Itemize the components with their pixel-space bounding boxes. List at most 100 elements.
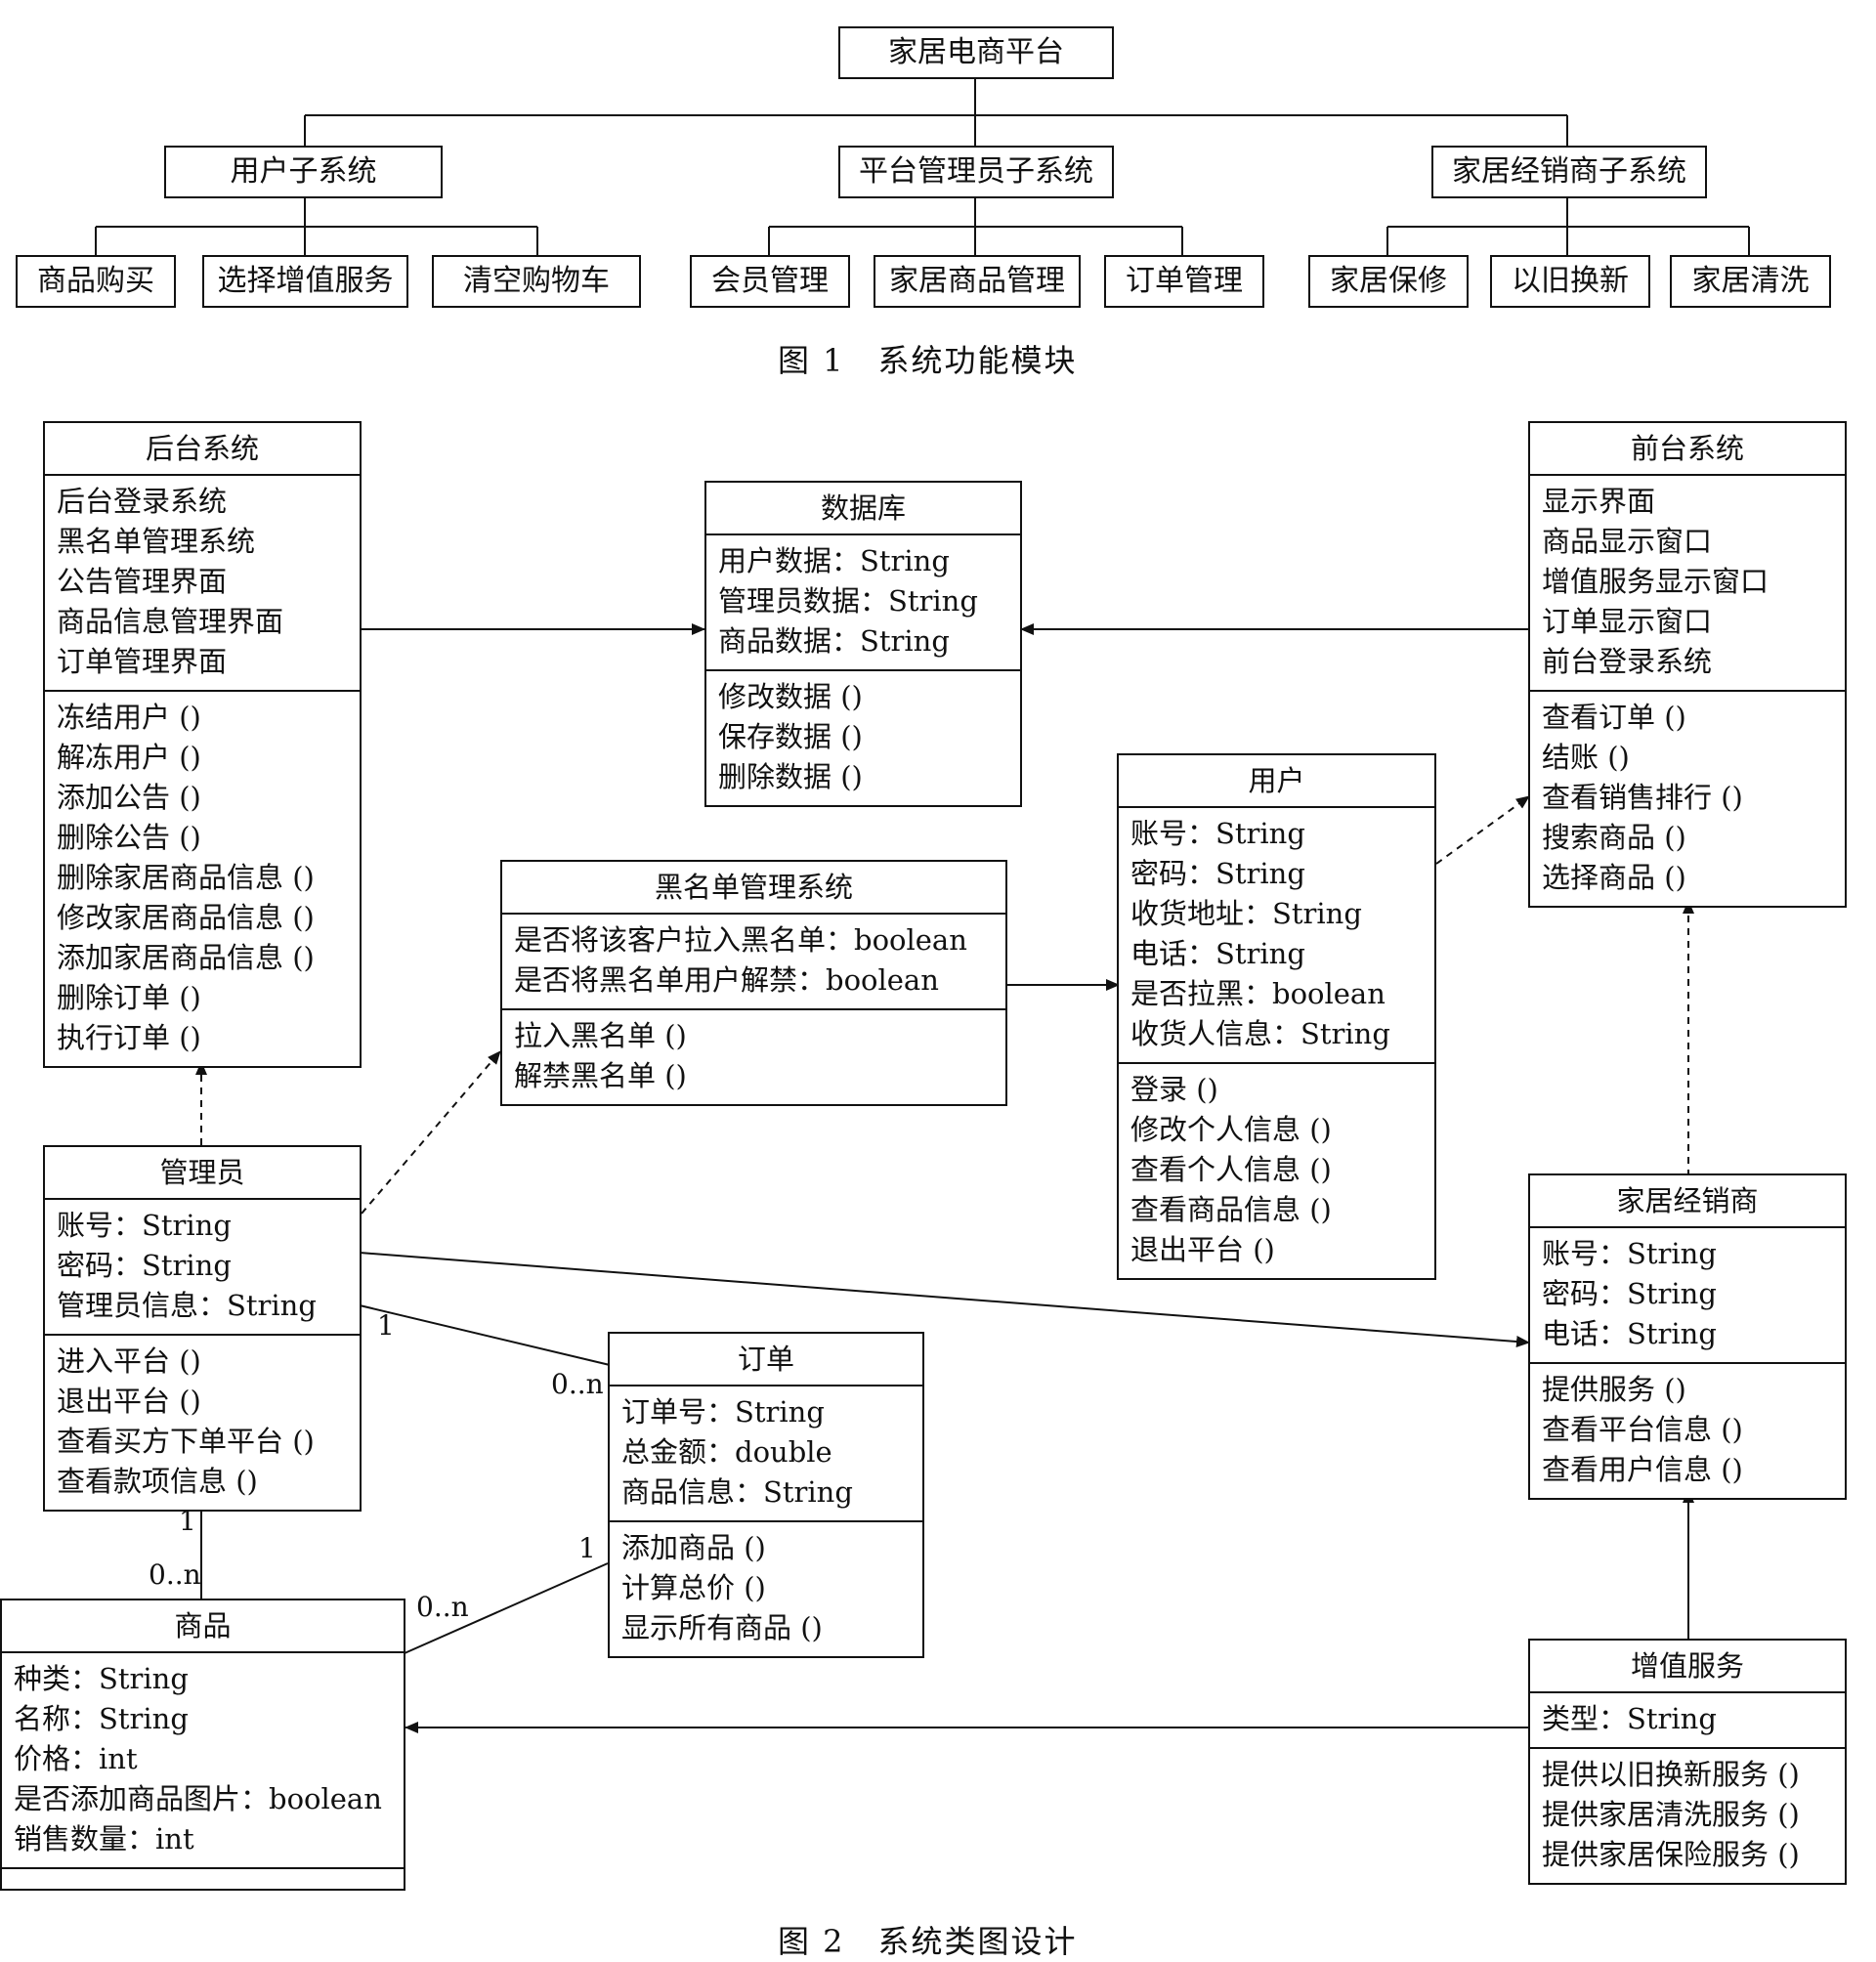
class-attribute: 是否将该客户拉入黑名单：boolean xyxy=(514,923,967,957)
class-attribute: 密码：String xyxy=(1130,857,1305,890)
class-method: 拉入黑名单 () xyxy=(514,1019,687,1052)
fig1-module: 订单管理 xyxy=(1104,255,1264,308)
fig1-module: 清空购物车 xyxy=(432,255,641,308)
class-attribute: 商品显示窗口 xyxy=(1542,525,1713,558)
class-name: 前台系统 xyxy=(1530,423,1845,476)
class-method: 删除订单 () xyxy=(57,981,201,1014)
fig1-module: 以旧换新 xyxy=(1490,255,1650,308)
class-method: 修改个人信息 () xyxy=(1130,1113,1332,1146)
class-attributes: 是否将该客户拉入黑名单：boolean 是否将黑名单用户解禁：boolean xyxy=(502,915,1005,1008)
class-attributes: 账号：String 密码：String 电话：String xyxy=(1530,1228,1845,1362)
class-attributes: 后台登录系统黑名单管理系统公告管理界面商品信息管理界面订单管理界面 xyxy=(45,476,360,690)
class-method: 查看平台信息 () xyxy=(1542,1413,1743,1446)
class-admin: 管理员账号：String 密码：String 管理员信息：String 进入平台 ()… xyxy=(43,1145,362,1512)
class-attribute: 增值服务显示窗口 xyxy=(1542,565,1769,598)
class-method: 查看买方下单平台 () xyxy=(57,1425,315,1458)
fig1-subsystem-admin: 平台管理员子系统 xyxy=(838,146,1114,198)
class-methods: 登录 ()修改个人信息 ()查看个人信息 ()查看商品信息 ()退出平台 () xyxy=(1119,1062,1434,1278)
class-name: 商品 xyxy=(2,1600,404,1653)
class-method: 修改数据 () xyxy=(718,680,863,713)
class-method: 退出平台 () xyxy=(57,1385,201,1418)
fig1-module: 选择增值服务 xyxy=(202,255,408,308)
class-method: 查看款项信息 () xyxy=(57,1465,258,1498)
class-method: 修改家居商品信息 () xyxy=(57,901,315,934)
class-attribute: 商品信息管理界面 xyxy=(57,605,284,638)
class-method: 进入平台 () xyxy=(57,1344,201,1378)
fig1-tree-lines xyxy=(95,78,1750,256)
class-attribute: 黑名单管理系统 xyxy=(57,525,256,558)
class-methods xyxy=(2,1867,404,1889)
class-attribute: 是否添加商品图片：boolean xyxy=(14,1782,382,1815)
class-methods: 添加商品 ()计算总价 ()显示所有商品 () xyxy=(610,1520,922,1656)
class-method: 保存数据 () xyxy=(718,720,863,753)
class-method: 查看销售排行 () xyxy=(1542,781,1743,814)
class-name: 订单 xyxy=(610,1334,922,1386)
class-attribute: 类型：String xyxy=(1542,1702,1717,1735)
class-method: 查看商品信息 () xyxy=(1130,1193,1332,1226)
class-attribute: 是否拉黑：boolean xyxy=(1130,977,1386,1010)
fig1-module: 家居清洗 xyxy=(1670,255,1831,308)
class-attribute: 种类：String xyxy=(14,1662,189,1695)
class-attribute: 电话：String xyxy=(1130,937,1305,970)
class-attribute: 总金额：double xyxy=(621,1435,832,1469)
fig1-module: 家居保修 xyxy=(1308,255,1469,308)
class-method: 执行订单 () xyxy=(57,1021,201,1054)
multiplicity-label: 1 xyxy=(179,1505,196,1537)
class-attribute: 销售数量：int xyxy=(14,1822,194,1855)
class-product: 商品种类：String 名称：String 价格：int 是否添加商品图片：boole… xyxy=(0,1599,405,1891)
class-name: 管理员 xyxy=(45,1147,360,1200)
class-method: 查看个人信息 () xyxy=(1130,1153,1332,1186)
class-attribute: 账号：String xyxy=(57,1209,232,1242)
class-method: 解冻用户 () xyxy=(57,741,201,774)
class-name: 黑名单管理系统 xyxy=(502,862,1005,915)
class-methods: 提供以旧换新服务 () 提供家居清洗服务 () 提供家居保险服务 () xyxy=(1530,1747,1845,1883)
class-method: 退出平台 () xyxy=(1130,1233,1275,1266)
fig1-subsystem-user: 用户子系统 xyxy=(164,146,443,198)
class-attribute: 管理员数据：String xyxy=(718,584,978,618)
class-attribute: 是否将黑名单用户解禁：boolean xyxy=(514,963,939,997)
class-attribute: 用户数据：String xyxy=(718,544,950,577)
class-attribute: 密码：String xyxy=(57,1249,232,1282)
class-attribute: 前台登录系统 xyxy=(1542,645,1713,678)
class-method: 提供家居清洗服务 () xyxy=(1542,1798,1800,1831)
class-method: 搜索商品 () xyxy=(1542,821,1686,854)
class-method: 选择商品 () xyxy=(1542,861,1686,894)
class-attribute: 价格：int xyxy=(14,1742,138,1775)
class-attribute: 后台登录系统 xyxy=(57,485,228,518)
class-attribute: 公告管理界面 xyxy=(57,565,228,598)
fig1-module: 会员管理 xyxy=(690,255,850,308)
class-method: 添加公告 () xyxy=(57,781,201,814)
class-attribute: 订单显示窗口 xyxy=(1542,605,1713,638)
class-name: 用户 xyxy=(1119,755,1434,808)
class-attribute: 电话：String xyxy=(1542,1317,1717,1350)
class-attribute: 密码：String xyxy=(1542,1277,1717,1310)
fig2-relation-lines xyxy=(195,623,1694,1733)
class-method: 删除数据 () xyxy=(718,760,863,793)
class-attribute: 显示界面 xyxy=(1542,485,1656,518)
fig1-module: 家居商品管理 xyxy=(874,255,1081,308)
class-attribute: 名称：String xyxy=(14,1702,189,1735)
fig1-caption: 图 1 系统功能模块 xyxy=(778,342,1078,379)
multiplicity-label: 1 xyxy=(377,1309,395,1342)
fig2-caption: 图 2 系统类图设计 xyxy=(778,1923,1078,1960)
multiplicity-label: 0..n xyxy=(149,1558,201,1591)
class-attribute: 管理员信息：String xyxy=(57,1289,317,1322)
class-method: 提供以旧换新服务 () xyxy=(1542,1758,1800,1791)
class-methods: 冻结用户 ()解冻用户 ()添加公告 ()删除公告 ()删除家居商品信息 ()修… xyxy=(45,690,360,1066)
class-method: 添加家居商品信息 () xyxy=(57,941,315,974)
class-attributes: 类型：String xyxy=(1530,1693,1845,1747)
class-backend: 后台系统后台登录系统黑名单管理系统公告管理界面商品信息管理界面订单管理界面冻结用… xyxy=(43,421,362,1068)
class-attribute: 账号：String xyxy=(1130,817,1305,850)
class-attribute: 账号：String xyxy=(1542,1237,1717,1270)
class-method: 提供家居保险服务 () xyxy=(1542,1838,1800,1871)
class-name: 家居经销商 xyxy=(1530,1175,1845,1228)
fig1-module: 商品购买 xyxy=(16,255,176,308)
class-attributes: 种类：String 名称：String 价格：int 是否添加商品图片：boolean… xyxy=(2,1653,404,1867)
